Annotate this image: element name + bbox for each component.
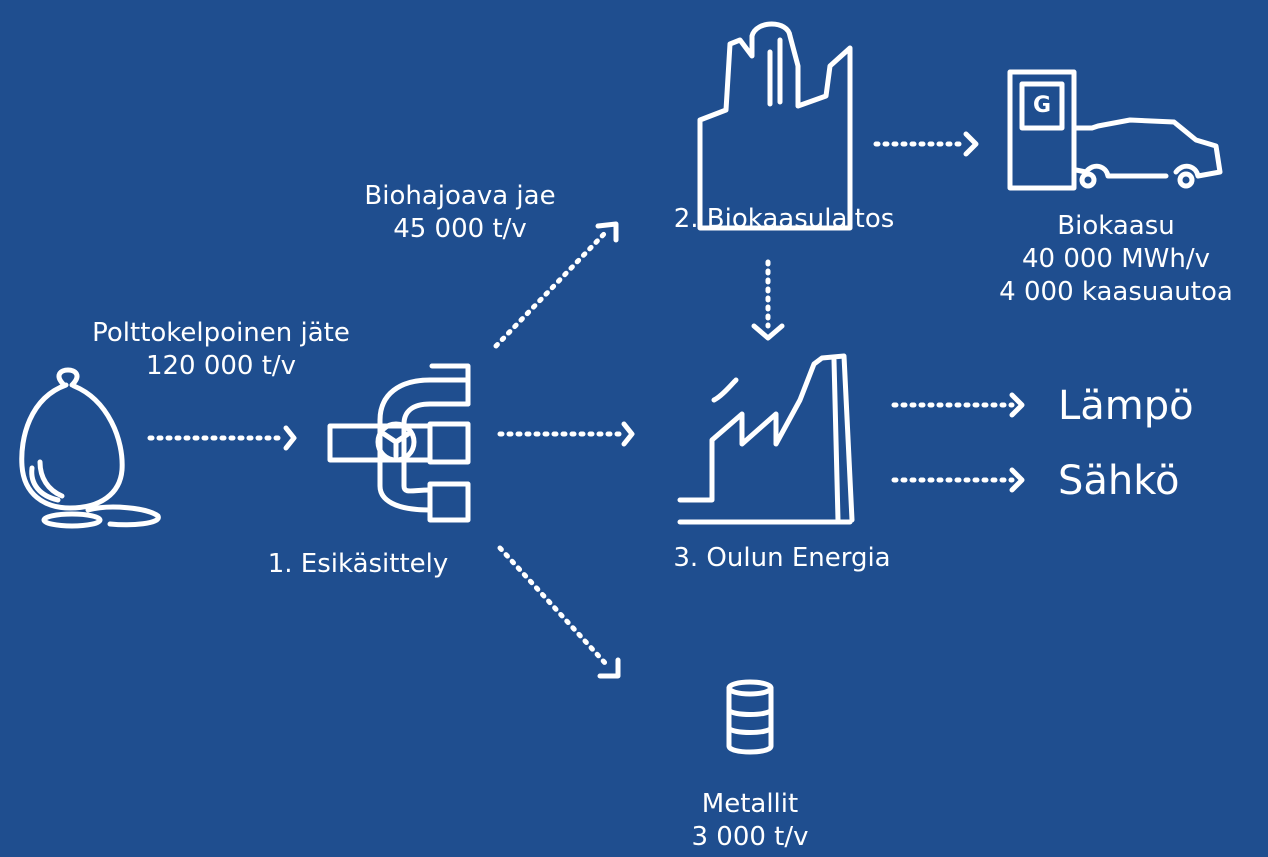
bio-fraction-name: Biohajoava jae <box>364 181 556 211</box>
metals-label: Metallit 3 000 t/v <box>640 788 860 854</box>
bio-fraction-amount: 45 000 t/v <box>393 214 527 244</box>
arrow-preprocessing-to-biogas-plant <box>493 221 619 349</box>
arrow-preprocessing-to-energy <box>497 421 635 447</box>
arrow-waste-to-preprocessing <box>147 425 297 451</box>
waste-name: Polttokelpoinen jäte <box>92 318 350 348</box>
biogas-energy: 40 000 MWh/v <box>1021 244 1210 274</box>
waste-label: Polttokelpoinen jäte 120 000 t/v <box>56 317 386 383</box>
power-plant-icon <box>677 353 855 525</box>
preprocessing-label: 1. Esikäsittely <box>267 549 449 579</box>
waste-bag-icon <box>19 367 161 529</box>
energy-plant-label: 3. Oulun Energia <box>673 543 891 573</box>
arrow-biogas-plant-to-energy <box>751 259 785 341</box>
biogas-plant-label: 2. Biokaasulaitos <box>673 204 895 234</box>
arrow-biogas-plant-to-biogas <box>873 131 979 157</box>
pipes-valve-icon <box>327 363 471 523</box>
pump-letter: G <box>1033 93 1051 118</box>
biogas-cars: 4 000 kaasuautoa <box>999 277 1233 307</box>
biogas-name: Biokaasu <box>1057 211 1175 241</box>
metal-can-icon <box>726 679 774 755</box>
waste-amount: 120 000 t/v <box>145 351 297 381</box>
biogas-plant-icon <box>697 21 853 231</box>
heat-label: Lämpö <box>1058 383 1194 429</box>
arrow-energy-to-electricity <box>891 467 1025 493</box>
arrow-energy-to-heat <box>891 392 1025 418</box>
gas-pump-car-icon <box>1007 69 1223 191</box>
bio-fraction-label: Biohajoava jae 45 000 t/v <box>326 180 594 246</box>
metals-name: Metallit <box>701 789 799 819</box>
arrow-preprocessing-to-metals <box>497 545 621 679</box>
metals-amount: 3 000 t/v <box>691 822 809 852</box>
electricity-label: Sähkö <box>1058 458 1180 504</box>
biogas-label: Biokaasu 40 000 MWh/v 4 000 kaasuautoa <box>964 210 1268 309</box>
